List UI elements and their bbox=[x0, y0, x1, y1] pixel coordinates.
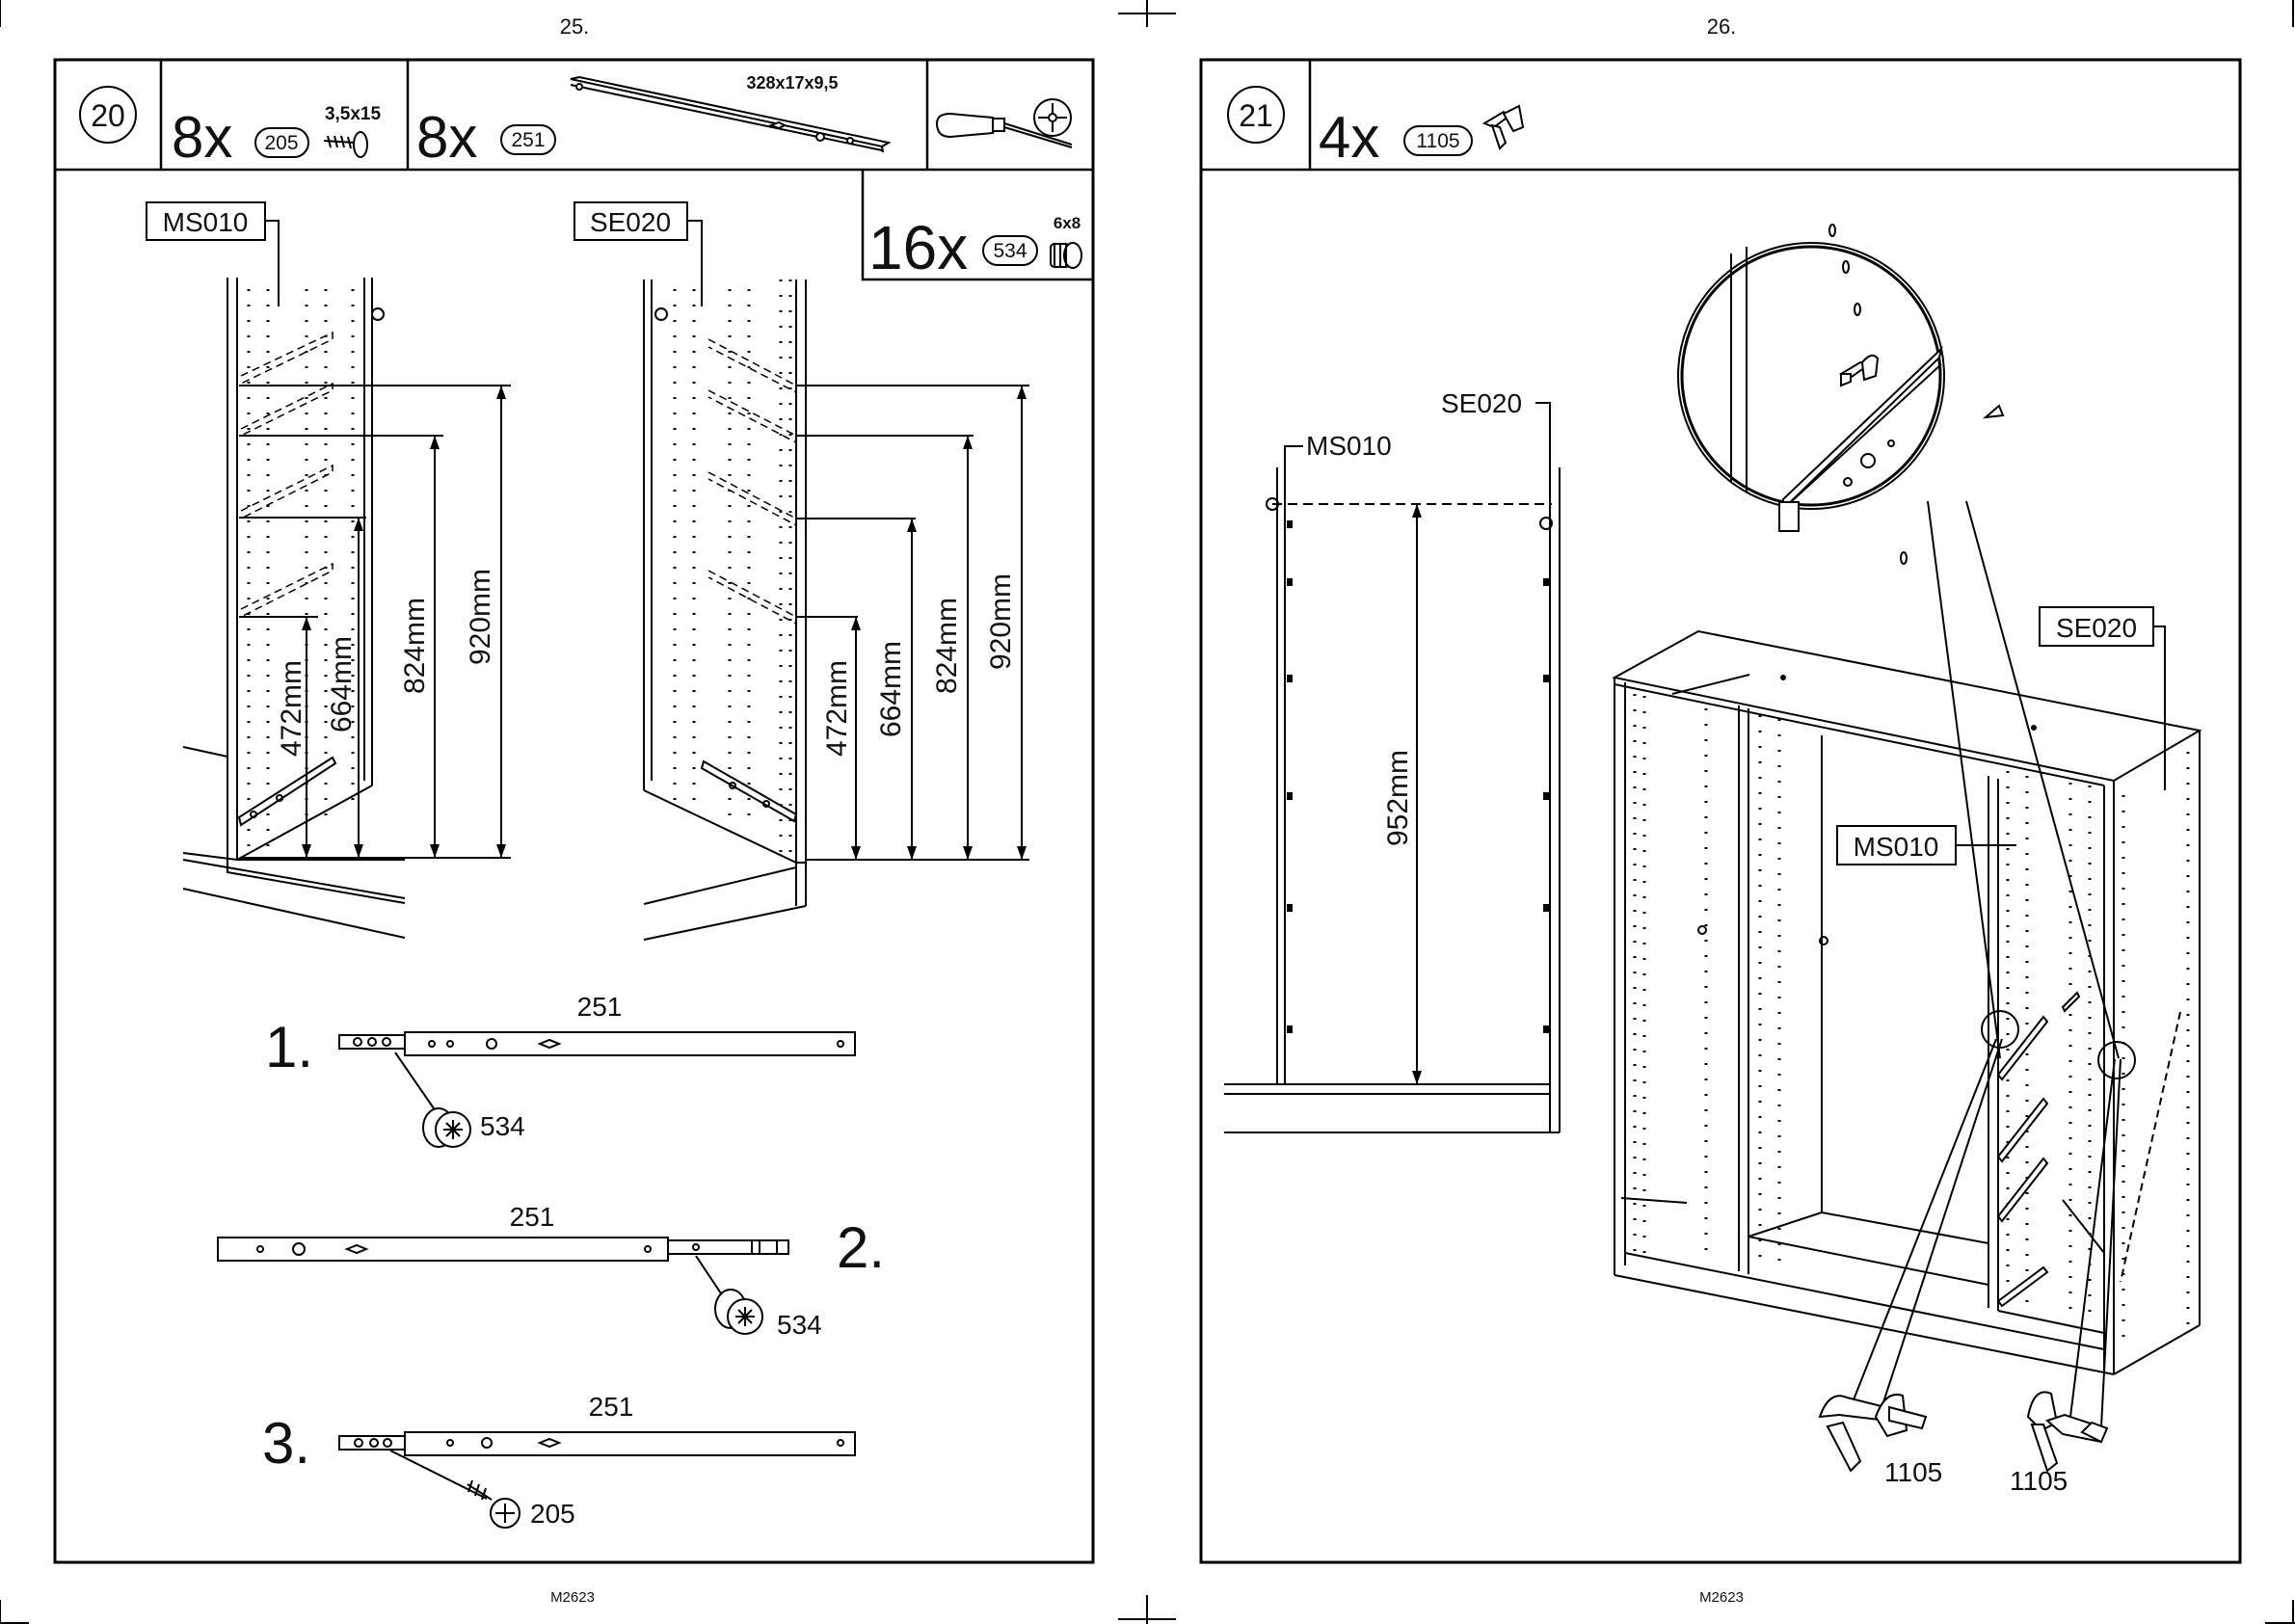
detail-magnifier bbox=[1678, 225, 2003, 564]
page-code-right: M2623 bbox=[1699, 1589, 1744, 1606]
drilled-hole-rows bbox=[249, 289, 353, 848]
screw-icon bbox=[324, 132, 367, 157]
dim-right-824: 824mm bbox=[931, 598, 963, 694]
rail-position-guides bbox=[241, 333, 333, 617]
substep-3: 3. 251 205 bbox=[262, 1392, 855, 1529]
substep-2-part: 534 bbox=[777, 1310, 822, 1340]
substep-1-rail-label: 251 bbox=[577, 992, 623, 1022]
screw-quantity: 8x bbox=[172, 105, 232, 170]
shelf-clip-icon bbox=[1841, 356, 1878, 386]
substep-2: 2. 251 534 bbox=[218, 1202, 885, 1340]
left-side-panel-drawing bbox=[183, 278, 405, 938]
step21-left-panel-label: MS010 bbox=[1306, 431, 1392, 461]
dim-right-472: 472mm bbox=[821, 660, 853, 757]
page-number-left: 25. bbox=[560, 14, 590, 39]
clip-callout-2: 1105 bbox=[2010, 1466, 2068, 1496]
substep-2-number: 2. bbox=[837, 1215, 885, 1280]
plug-size: 6x8 bbox=[1054, 214, 1081, 232]
clip-quantity: 4x bbox=[1319, 105, 1379, 170]
substep-3-part: 205 bbox=[530, 1499, 575, 1529]
screwdriver-icon bbox=[937, 99, 1072, 147]
step-21-header: 21 4x 1105 bbox=[1228, 87, 1523, 170]
step-20-header: 20 8x 205 3,5x15 8x 251 328x17x9,5 bbox=[80, 73, 1081, 282]
step21-right-panel-label: SE020 bbox=[1441, 388, 1522, 418]
screw-icon bbox=[467, 1480, 520, 1528]
step-21-panel-labels: MS010 SE020 bbox=[1285, 388, 1550, 467]
clip-callout-1: 1105 bbox=[1884, 1457, 1942, 1487]
dim-left-920: 920mm bbox=[465, 569, 496, 665]
page-code-left: M2623 bbox=[550, 1589, 595, 1606]
cabinet-side-label: SE020 bbox=[2056, 613, 2137, 643]
step-20-panel bbox=[55, 60, 1093, 1562]
right-side-panel-drawing bbox=[644, 280, 806, 940]
screw-size: 3,5x15 bbox=[325, 104, 382, 124]
substep-3-rail-label: 251 bbox=[589, 1392, 634, 1422]
step-number: 21 bbox=[1239, 98, 1273, 133]
plug-icon bbox=[715, 1290, 762, 1334]
plug-part-number: 534 bbox=[993, 240, 1027, 262]
clip-part-number: 1105 bbox=[1416, 130, 1459, 152]
dim-right-920: 920mm bbox=[985, 573, 1017, 670]
substep-1-number: 1. bbox=[265, 1015, 313, 1079]
dim-left-664: 664mm bbox=[326, 636, 358, 732]
rail-position-guides bbox=[708, 339, 796, 624]
plug-quantity: 16x bbox=[868, 213, 968, 282]
cabinet-labels: SE020 MS010 bbox=[1837, 607, 2165, 865]
shelf-clip-icon bbox=[2028, 1392, 2107, 1471]
shelf-clip-icon bbox=[1484, 106, 1523, 148]
right-panel-label: SE020 bbox=[590, 207, 671, 237]
step-20-panel-labels: MS010 SE020 bbox=[147, 202, 702, 306]
shelf-clip-callouts bbox=[1820, 1392, 2107, 1471]
substep-2-rail-label: 251 bbox=[510, 1202, 555, 1232]
rail-part-number: 251 bbox=[511, 129, 545, 151]
dim-right-664: 664mm bbox=[875, 641, 907, 737]
left-panel-label: MS010 bbox=[163, 207, 249, 237]
cabinet-mid-label: MS010 bbox=[1854, 832, 1939, 862]
dowel-plug-icon bbox=[1051, 243, 1081, 268]
substep-3-number: 3. bbox=[262, 1411, 310, 1476]
rail-quantity: 8x bbox=[416, 105, 477, 170]
dim-left-472: 472mm bbox=[276, 660, 307, 757]
page-number-right: 26. bbox=[1707, 14, 1737, 39]
rail-icon bbox=[571, 77, 889, 152]
drilled-hole-rows bbox=[675, 280, 790, 858]
substep-1-part: 534 bbox=[480, 1111, 525, 1141]
dim-952: 952mm bbox=[1382, 750, 1414, 846]
screw-part-number: 205 bbox=[264, 132, 298, 154]
cabinet-rails bbox=[1998, 993, 2079, 1306]
substep-1: 1. 251 534 bbox=[265, 992, 855, 1147]
dim-left-824: 824mm bbox=[399, 598, 431, 694]
rail-dimensions: 328x17x9,5 bbox=[746, 73, 838, 93]
plug-icon bbox=[423, 1108, 470, 1147]
step-number: 20 bbox=[91, 98, 125, 133]
